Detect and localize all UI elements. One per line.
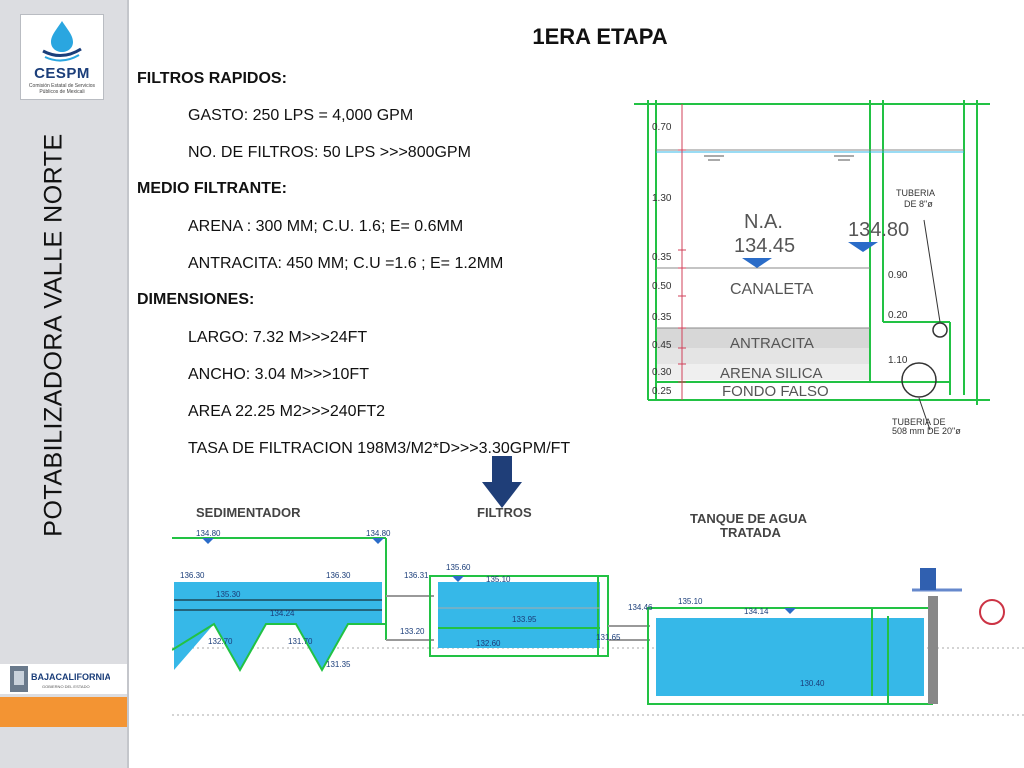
level-label: 130.40	[800, 679, 825, 688]
level-label: 133.95	[512, 615, 537, 624]
dim-label: 0.50	[652, 281, 672, 292]
item-tasa-filtracion: TASA DE FILTRACION 198M3/M2*D>>>3.30GPM/…	[188, 440, 571, 457]
water-drop-icon	[42, 21, 82, 62]
dim-label: 0.35	[652, 312, 672, 323]
dim-label: 0.70	[652, 122, 672, 133]
level-label: 136.31	[404, 571, 429, 580]
right-level: 134.80	[848, 219, 909, 241]
level-label: 135.10	[678, 597, 703, 606]
filter-section-drawing: 0.70 1.30 0.35 0.50 0.35 0.45 0.30 0.25 …	[634, 100, 990, 435]
footer-logo-text: BAJACALIFORNIA	[31, 672, 110, 682]
level-label: 132.60	[476, 639, 501, 648]
dim-label: 1.10	[888, 355, 908, 366]
pipe-top-label: TUBERIA	[896, 188, 935, 198]
page-title: 1ERA ETAPA	[532, 24, 668, 49]
dim-label: 0.20	[888, 310, 908, 321]
baja-california-logo: BAJACALIFORNIA GOBIERNO DEL ESTADO	[10, 666, 110, 692]
item-area: AREA 22.25 M2>>>240FT2	[188, 403, 386, 420]
hydraulic-profile-drawing: SEDIMENTADOR FILTROS TANQUE DE AGUA TRAT…	[172, 505, 1024, 716]
item-arena: ARENA : 300 MM; C.U. 1.6; E= 0.6MM	[188, 218, 464, 235]
dim-label: 1.30	[652, 193, 672, 204]
cespm-logo: CESPM Comisión Estatal de Servicios Públ…	[20, 14, 104, 100]
level-label: 134.46	[628, 603, 653, 612]
sidebar: CESPM Comisión Estatal de Servicios Públ…	[0, 0, 129, 768]
level-label: 135.60	[446, 563, 471, 572]
logo-subtitle: Comisión Estatal de Servicios Públicos d…	[28, 83, 96, 95]
sedimentador-label: SEDIMENTADOR	[196, 505, 301, 520]
pipe-bottom-label: 508 mm DE 20"ø	[892, 426, 961, 435]
dim-label: 0.45	[652, 340, 672, 351]
level-label: 131.70	[288, 637, 313, 646]
footer-logo-sub: GOBIERNO DEL ESTADO	[42, 684, 90, 689]
item-no-filtros: NO. DE FILTROS: 50 LPS >>>800GPM	[188, 144, 471, 161]
vertical-title: POTABILIZADORA VALLE NORTE	[39, 133, 68, 537]
item-antracita: ANTRACITA: 450 MM; C.U =1.6 ; E= 1.2MM	[188, 255, 504, 272]
arrow-down-icon	[482, 456, 522, 508]
antracita-label: ANTRACITA	[730, 335, 814, 352]
pipe-bottom-label: TUBERIA DE	[892, 417, 946, 427]
logo-text: CESPM	[34, 65, 90, 82]
level-label: 133.20	[400, 627, 425, 636]
dim-label: 0.25	[652, 386, 672, 397]
level-label: 131.65	[596, 633, 621, 642]
level-label: 134.24	[270, 609, 295, 618]
dim-label: 0.30	[652, 367, 672, 378]
tanque-label: TRATADA	[720, 525, 782, 540]
level-label: 131.35	[326, 660, 351, 669]
level-label: 134.14	[744, 607, 769, 616]
arena-label: ARENA SILICA	[720, 365, 823, 382]
orange-band	[0, 697, 127, 727]
dim-label: 0.90	[888, 270, 908, 281]
heading-dimensiones: DIMENSIONES:	[137, 291, 255, 308]
level-label: 135.30	[216, 590, 241, 599]
level-label: 132.70	[208, 637, 233, 646]
level-label: 136.30	[180, 571, 205, 580]
na-value: 134.45	[734, 235, 795, 257]
level-label: 135.10	[486, 575, 511, 584]
item-ancho: ANCHO: 3.04 M>>>10FT	[188, 366, 369, 383]
tanque-label: TANQUE DE AGUA	[690, 511, 808, 526]
level-label: 134.80	[196, 529, 221, 538]
item-gasto: GASTO: 250 LPS = 4,000 GPM	[188, 107, 414, 124]
canaleta-label: CANALETA	[730, 281, 814, 298]
dim-label: 0.35	[652, 252, 672, 263]
na-label: N.A.	[744, 211, 783, 233]
pipe-top-label: DE 8"ø	[904, 199, 933, 209]
level-label: 134.80	[366, 529, 391, 538]
item-largo: LARGO: 7.32 M>>>24FT	[188, 329, 368, 346]
level-label: 136.30	[326, 571, 351, 580]
filtros-label: FILTROS	[477, 505, 532, 520]
heading-medio-filtrante: MEDIO FILTRANTE:	[137, 180, 287, 197]
fondo-label: FONDO FALSO	[722, 383, 829, 400]
heading-filtros-rapidos: FILTROS RAPIDOS:	[137, 70, 287, 87]
